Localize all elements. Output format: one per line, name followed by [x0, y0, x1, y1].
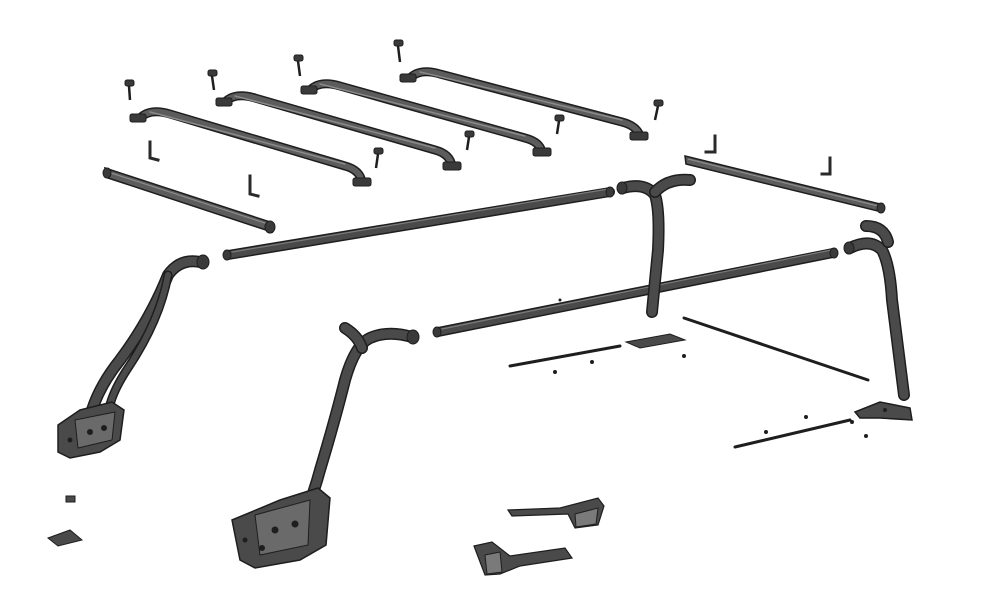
corner-post-rear-left [616, 173, 696, 318]
small-shim-1 [65, 495, 76, 503]
mounting-strips [508, 316, 870, 449]
long-side-tube-upper [222, 186, 615, 261]
base-mount-front-left [57, 401, 125, 459]
corner-post-rear-right [843, 220, 910, 401]
l-brackets [148, 134, 832, 198]
mounting-strip-1 [508, 344, 622, 368]
long-side-tube-lower [432, 247, 839, 338]
small-shim-2 [46, 529, 84, 547]
l-bracket-3 [704, 134, 717, 154]
crossbar-knobs [124, 39, 664, 169]
corner-bracket [853, 401, 913, 421]
l-bracket-4 [820, 156, 832, 176]
crossbar-1 [129, 107, 372, 187]
knob-3 [293, 54, 304, 77]
crossbar-group [129, 67, 649, 187]
hardware-dots [553, 298, 868, 438]
corner-post-front-right [294, 322, 420, 531]
side-rail-cover-left [102, 166, 276, 234]
knob-6 [464, 130, 475, 151]
knob-2 [207, 69, 218, 91]
mounting-strip-3 [733, 418, 852, 449]
mounting-strip-4 [624, 333, 687, 349]
floor-bracket-upper [506, 497, 605, 529]
small-shims [46, 495, 84, 547]
crossbar-4 [399, 67, 649, 141]
knob-7 [554, 114, 565, 135]
corner-post-front-left [86, 254, 210, 420]
side-rail-cover-right [684, 155, 886, 214]
crossbar-3 [300, 79, 552, 157]
base-mount-front-right [231, 487, 331, 569]
knob-8 [653, 99, 664, 121]
l-bracket-2 [248, 174, 260, 198]
crossbar-2 [215, 91, 462, 171]
floor-bracket-lower [473, 541, 574, 576]
mounting-strip-2 [682, 316, 870, 382]
l-bracket-1 [148, 140, 160, 162]
knob-4 [393, 39, 404, 63]
knob-5 [373, 147, 384, 169]
knob-1 [124, 79, 135, 101]
